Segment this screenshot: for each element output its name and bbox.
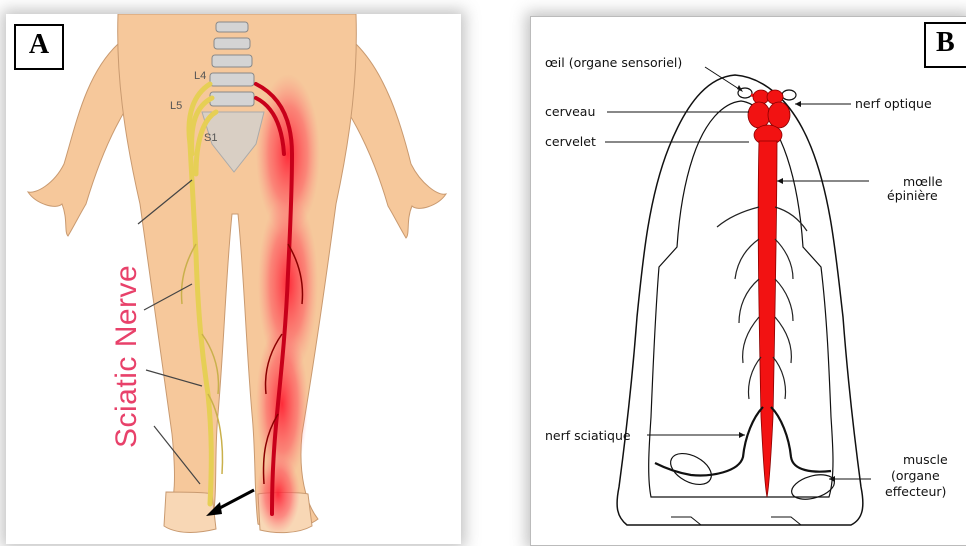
label-nerf-optique: nerf optique: [855, 97, 932, 111]
label-cerveau: cerveau: [545, 105, 595, 119]
label-muscle-line2: (organe: [891, 469, 940, 483]
panel-b-frog-nervous-system: œil (organe sensoriel) cerveau cervelet …: [530, 16, 966, 546]
panel-a-letter: A: [14, 24, 64, 70]
panel-a-sciatic-illustration: L4 L5 S1 Sciatic Nerve: [6, 14, 461, 544]
label-nerf-sciatique: nerf sciatique: [545, 429, 631, 443]
label-muscle-line1: muscle: [903, 453, 948, 467]
label-cervelet: cervelet: [545, 135, 596, 149]
body-illustration: [6, 14, 461, 544]
label-moelle-line1: mœlle: [903, 175, 943, 189]
label-muscle-line3: effecteur): [885, 485, 946, 499]
sciatic-nerve-b: [655, 407, 831, 475]
vertebra-label-s1: S1: [204, 132, 217, 144]
label-oeil: œil (organe sensoriel): [545, 56, 682, 70]
sciatic-nerve-title: Sciatic Nerve: [110, 248, 150, 448]
spinal-cord: [758, 141, 777, 497]
panel-b-letter: B: [924, 22, 966, 68]
vertebra-label-l4: L4: [194, 70, 206, 82]
vertebra-label-l5: L5: [170, 100, 182, 112]
label-moelle-line2: épinière: [887, 189, 938, 203]
